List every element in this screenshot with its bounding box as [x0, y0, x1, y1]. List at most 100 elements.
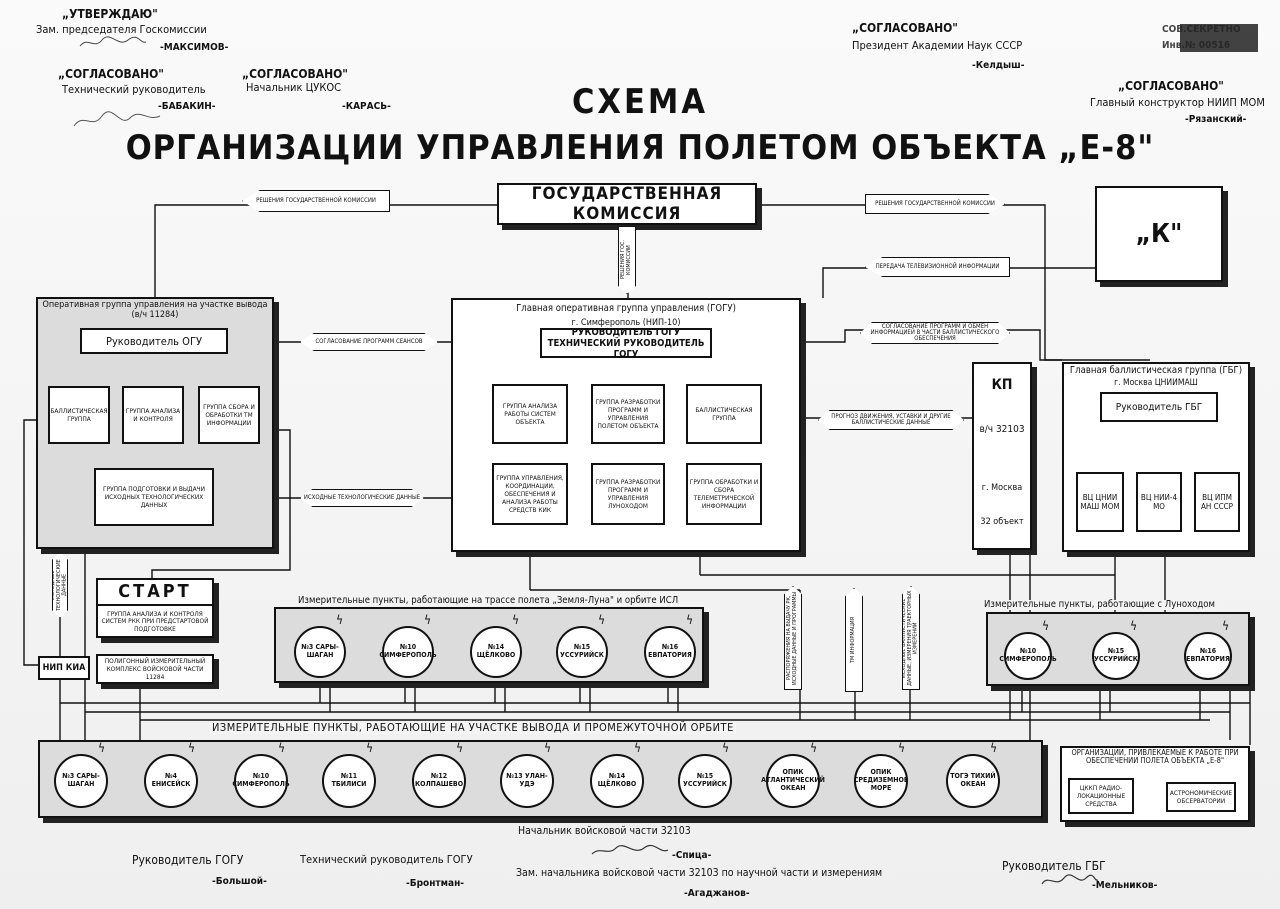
antenna-icon: ϟ [634, 741, 642, 755]
gogu-systems-group: ГРУППА АНАЛИЗА РАБОТЫ СИСТЕМ ОБЪЕКТА [492, 384, 568, 444]
antenna-icon: ϟ [424, 613, 432, 627]
agreed2-name: -КАРАСЬ- [342, 101, 391, 112]
gbg-vc-nii4: ВЦ НИИ-4 МО [1136, 472, 1182, 532]
antenna-icon: ϟ [990, 741, 998, 755]
lunokhod-station: №15 УССУРИЙСК [1092, 632, 1140, 680]
title-main: СХЕМА [571, 82, 709, 122]
tv-transfer-arrow: ПЕРЕДАЧА ТЕЛЕВИЗИОННОЙ ИНФОРМАЦИИ [865, 257, 1010, 277]
gogu-lunokhod-group: ГРУППА РАЗРАБОТКИ ПРОГРАММ И УПРАВЛЕНИЯ … [591, 463, 665, 525]
start-subtitle: ГРУППА АНАЛИЗА И КОНТРОЛЯ СИСТЕМ РКК ПРИ… [101, 610, 209, 633]
footer-tech-name: -Бронтман- [406, 878, 465, 889]
ogu-analysis-group: ГРУППА АНАЛИЗА И КОНТРОЛЯ [122, 386, 184, 444]
footer-chief-name: -Спица- [672, 850, 712, 861]
ogu-head: Руководитель ОГУ [80, 328, 228, 354]
route-stations-title: Измерительные пункты, работающие на трас… [296, 595, 681, 607]
antenna-icon: ϟ [188, 741, 196, 755]
forecast-arrow: ПРОГНОЗ ДВИЖЕНИЯ, УСТАВКИ И ДРУГИЕ БАЛЛИ… [818, 410, 964, 430]
gogu-ballistic-group: БАЛЛИСТИЧЕСКАЯ ГРУППА [686, 384, 762, 444]
footer-gogu-role: Руководитель ГОГУ [132, 853, 244, 867]
antenna-icon: ϟ [544, 741, 552, 755]
lunokhod-stations-title: Измерительные пункты, работающие с Лунох… [982, 599, 1217, 611]
footer-gbg-name: -Мельников- [1092, 880, 1158, 891]
antenna-icon: ϟ [1130, 619, 1138, 633]
antenna-icon: ϟ [512, 613, 520, 627]
route-station: №14 ЩЁЛКОВО [470, 626, 522, 678]
antenna-icon: ϟ [686, 613, 694, 627]
orbit-station: ТОГЭ ТИХИЙ ОКЕАН [946, 754, 1000, 808]
signature-spitsa [590, 842, 670, 860]
orbit-station: №15 УССУРИЙСК [678, 754, 732, 808]
orbit-station: №14 ЩЁЛКОВО [590, 754, 644, 808]
orbit-station: №10 СИМФЕРОПОЛЬ [232, 754, 290, 808]
ogu-title: Оперативная группа управления на участке… [42, 300, 268, 320]
footer-gbg-role: Руководитель ГБГ [1002, 859, 1106, 873]
gogu-telemetry-group: ГРУППА ОБРАБОТКИ И СБОРА ТЕЛЕМЕТРИЧЕСКОЙ… [686, 463, 762, 525]
kp-box [972, 362, 1032, 550]
orbit-station: №3 САРЫ-ШАГАН [54, 754, 108, 808]
orbit-station: №4 ЕНИСЕЙСК [144, 754, 198, 808]
initial-data-arrow: ИСХОДНЫЕ ТЕХНОЛОГИЧЕСКИЕ ДАННЫЕ [300, 489, 424, 507]
ballistic-exchange-arrow: СОГЛАСОВАНИЕ ПРОГРАММ И ОБМЕН ИНФОРМАЦИЕ… [860, 322, 1010, 344]
agreed4-name: -Рязанский- [1185, 114, 1247, 125]
agreed4-role: Главный конструктор НИИП МОМ [1090, 96, 1265, 109]
gbg-vc-tsnii: ВЦ ЦНИИ МАШ МОМ [1076, 472, 1124, 532]
agreed1-role: Технический руководитель [62, 83, 206, 96]
ballistic-vertical-arrow: ИСХОДНЫЕ БАЛЛИСТИЧЕСКИЕ ДАННЫЕ, ИЗМЕРЕНИ… [902, 586, 920, 690]
antenna-icon: ϟ [1222, 619, 1230, 633]
gbg-head: Руководитель ГБГ [1100, 392, 1218, 422]
organizations-title: ОРГАНИЗАЦИИ, ПРИВЛЕКАЕМЫЕ К РАБОТЕ ПРИ О… [1071, 748, 1239, 766]
polygon-complex-box: ПОЛИГОННЫЙ ИЗМЕРИТЕЛЬНЫЙ КОМПЛЕКС ВОЙСКО… [96, 654, 214, 684]
ogu-tm-group: ГРУППА СБОРА И ОБРАБОТКИ ТМ ИНФОРМАЦИИ [198, 386, 260, 444]
antenna-icon: ϟ [898, 741, 906, 755]
antenna-icon: ϟ [722, 741, 730, 755]
gbg-location: г. Москва ЦНИИМАШ [1114, 378, 1198, 388]
orbit-station: №12 КОЛПАШЕВО [412, 754, 466, 808]
signature-babakin [72, 108, 162, 132]
antenna-icon: ϟ [1042, 619, 1050, 633]
approve-role: Зам. председателя Госкомиссии [36, 23, 207, 36]
gbg-vc-ipm: ВЦ ИПМ АН СССР [1194, 472, 1240, 532]
kp-label: КП [991, 377, 1013, 393]
org-tskkp: ЦККП РАДИО-ЛОКАЦИОННЫЕ СРЕДСТВА [1068, 778, 1134, 814]
ogu-ballistic-group: БАЛЛИСТИЧЕСКАЯ ГРУППА [48, 386, 110, 444]
k-box: „К" [1095, 186, 1223, 282]
antenna-icon: ϟ [456, 741, 464, 755]
agreed4-title: „СОГЛАСОВАНО" [1118, 79, 1224, 93]
gogu-title: Главная оперативная группа управления (Г… [516, 302, 736, 314]
decision-arrow-down: РЕШЕНИЯ ГОС. КОМИССИИ [618, 226, 636, 294]
signature-melnikov [1040, 872, 1100, 890]
gbg-title: Главная баллистическая группа (ГБГ) [1069, 365, 1243, 376]
kp-unit: в/ч 32103 [979, 424, 1025, 435]
agreed1-name: -БАБАКИН- [158, 101, 216, 112]
signature-maksimov [78, 34, 148, 52]
approve-title: „УТВЕРЖДАЮ" [62, 7, 158, 21]
antenna-icon: ϟ [366, 741, 374, 755]
gogu-location: г. Симферополь (НИП-10) [571, 318, 681, 329]
route-station: №10 СИМФЕРОПОЛЬ [379, 626, 437, 678]
tech-data-vertical-arrow: ИСХОДНЫЕ ТЕХНОЛОГИЧЕСКИЕ ДАННЫЕ [52, 552, 68, 618]
state-commission-box: ГОСУДАРСТВЕННАЯ КОМИССИЯ [497, 183, 757, 225]
antenna-icon: ϟ [810, 741, 818, 755]
gogu-head: РУКОВОДИТЕЛЬ ГОГУ ТЕХНИЧЕСКИЙ РУКОВОДИТЕ… [540, 327, 712, 360]
gogu-program-group: ГРУППА РАЗРАБОТКИ ПРОГРАММ И УПРАВЛЕНИЯ … [591, 384, 665, 444]
antenna-icon: ϟ [278, 741, 286, 755]
tm-vertical-arrow: ТМ ИНФОРМАЦИЯ [845, 588, 863, 692]
start-box [96, 578, 214, 638]
orbit-station: ОПИК СРЕДИЗЕМНОЕ МОРЕ [854, 754, 908, 808]
agreed2-role: Начальник ЦУКОС [246, 81, 342, 94]
lunokhod-station: №16 ЕВПАТОРИЯ [1184, 632, 1232, 680]
antenna-icon: ϟ [98, 741, 106, 755]
orbit-station: ОПИК АТЛАНТИЧЕСКИЙ ОКЕАН [761, 754, 825, 808]
lunokhod-station: №10 СИМФЕРОПОЛЬ [999, 632, 1057, 680]
agreed3-role: Президент Академии Наук СССР [852, 39, 1023, 52]
commands-vertical-arrow: РАСПОРЯЖЕНИЯ НА ВЫДАЧУ РК, ИСХОДНЫЕ ДАНН… [784, 586, 802, 690]
agreed1-title: „СОГЛАСОВАНО" [58, 67, 164, 81]
redaction-bar [1180, 24, 1258, 52]
footer-gogu-name: -Большой- [212, 876, 267, 887]
decision-arrow-left: РЕШЕНИЯ ГОСУДАРСТВЕННОЙ КОМИССИИ [242, 190, 390, 212]
antenna-icon: ϟ [598, 613, 606, 627]
orbit-station: №11 ТБИЛИСИ [322, 754, 376, 808]
kp-city: г. Москва [981, 483, 1023, 493]
antenna-icon: ϟ [336, 613, 344, 627]
